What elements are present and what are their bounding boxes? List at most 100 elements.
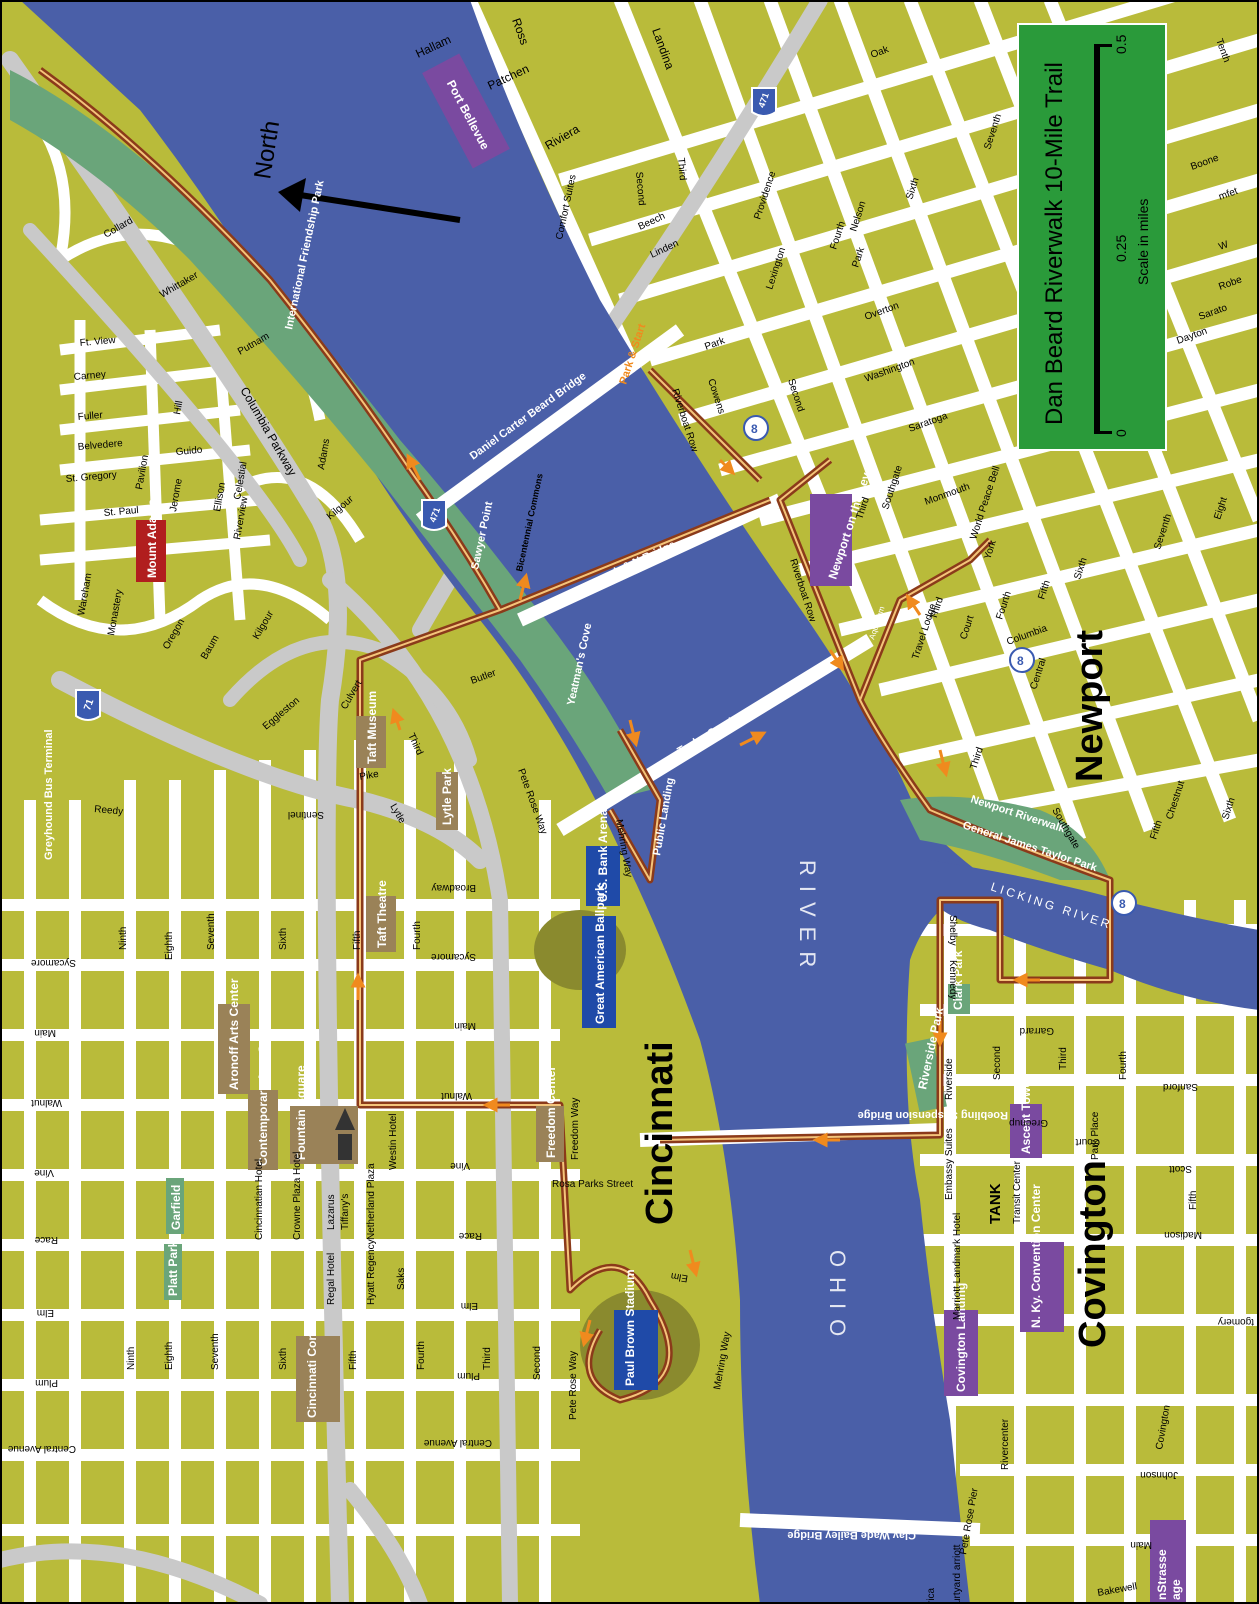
shield-route8-a: 8 xyxy=(743,415,769,441)
street-sixth-oh-a: Sixth xyxy=(278,928,289,950)
daniel-carter-beard-bridge-deck xyxy=(415,324,685,526)
scale-caption: Scale in miles xyxy=(1135,199,1151,285)
city-label-newport: Newport xyxy=(1069,630,1111,782)
scale-bar xyxy=(1094,44,1100,434)
street-ica: rica xyxy=(926,1587,937,1604)
street-walnut-b: Walnut xyxy=(441,1090,472,1101)
shield-route8-c: 8 xyxy=(1111,890,1137,916)
svg-text:Cincinnati Convention Center: Cincinnati Convention Center xyxy=(305,1249,319,1418)
svg-text:Contemporary Arts Center: Contemporary Arts Center xyxy=(256,1015,270,1166)
street-fourth-oh-a: Fourth xyxy=(412,921,423,950)
street-hill: Hill xyxy=(172,400,185,416)
cincinnati-street-labels: Broadway Sycamore Sycamore Main Main Wal… xyxy=(7,882,733,1454)
street-crowne-plaza: Crowne Plaza Hotel xyxy=(292,1152,303,1240)
svg-text:Great American Ballpark: Great American Ballpark xyxy=(593,884,607,1024)
street-reedy: Reedy xyxy=(94,804,124,817)
poi-freedom-center: Freedom Center xyxy=(536,1066,564,1162)
poi-clark-park: Clark Park xyxy=(948,950,970,1014)
svg-text:N. Ky. Convention Center: N. Ky. Convention Center xyxy=(1029,1184,1043,1328)
trail-direction-arrows xyxy=(350,453,1040,1348)
legend-title: Dan Beard Riverwalk 10-Mile Trail xyxy=(1041,62,1068,425)
svg-text:Taft Museum: Taft Museum xyxy=(365,691,379,764)
street-riverside: Riverside xyxy=(944,1058,955,1100)
svg-text:Garfield: Garfield xyxy=(169,1185,183,1230)
street-ninth-a: Ninth xyxy=(118,927,129,950)
river-label-ohio: OHIO xyxy=(825,1250,850,1346)
street-scott: Scott xyxy=(1169,1163,1192,1174)
street-park-place: Park Place xyxy=(1090,1111,1101,1160)
street-madison: Madison xyxy=(1164,1229,1202,1240)
street-regal: Regal Hotel xyxy=(326,1253,337,1305)
scale-tick-0: 0 xyxy=(1113,429,1129,437)
svg-text:nStrasse: nStrasse xyxy=(1155,1549,1169,1600)
street-guido: Guido xyxy=(175,445,203,458)
street-seventh-oh-b: Seventh xyxy=(210,1333,221,1370)
poi-platt-park: Platt Park xyxy=(164,1240,182,1300)
street-elm-a: Elm xyxy=(37,1307,54,1318)
l-and-n-bridge-deck xyxy=(517,493,783,627)
street-walnut-a: Walnut xyxy=(31,1097,62,1108)
licking-river xyxy=(930,860,1259,1010)
svg-text:Paul Brown Stadium: Paul Brown Stadium xyxy=(623,1269,637,1386)
taylor-southgate-bridge-deck xyxy=(556,634,874,836)
ohio-river xyxy=(20,0,990,1604)
street-main-cov: Main xyxy=(1130,1539,1152,1550)
street-vine-b: Vine xyxy=(450,1160,470,1171)
label-greyhound: Greyhound Bus Terminal xyxy=(43,729,55,860)
poi-strasse: nStrasse age xyxy=(1150,1520,1186,1604)
city-label-covington: Covington xyxy=(1072,1160,1114,1348)
svg-text:71: 71 xyxy=(82,697,96,712)
poi-lytle-park: Lytle Park xyxy=(436,768,458,830)
street-tiffanys: Tiffany's xyxy=(340,1194,351,1230)
street-sixth-oh-b: Sixth xyxy=(278,1348,289,1370)
street-st-gregory: St. Gregory xyxy=(65,470,117,485)
street-st-paul: St. Paul xyxy=(103,505,139,519)
street-greenup: Greenup xyxy=(1009,1117,1048,1128)
poi-garfield: Garfield xyxy=(166,1178,184,1234)
street-sanford: Sanford xyxy=(1163,1081,1198,1092)
label-transit-center: Transit Center xyxy=(1012,1160,1023,1224)
svg-text:Taft Theatre: Taft Theatre xyxy=(375,880,389,948)
street-vine-a: Vine xyxy=(34,1167,54,1178)
street-belvedere: Belvedere xyxy=(77,438,123,453)
poi-paul-brown: Paul Brown Stadium xyxy=(614,1269,658,1390)
street-third-ky: Third xyxy=(675,157,688,181)
street-court-cov: Court xyxy=(1075,1136,1100,1147)
street-netherland: Netherland Plaza xyxy=(366,1163,377,1240)
city-label-cincinnati: Cincinnati xyxy=(639,1041,681,1225)
street-second-cov: Second xyxy=(992,1046,1003,1080)
street-third-cov: Third xyxy=(1058,1047,1069,1070)
street-fourth-oh-b: Fourth xyxy=(416,1341,427,1370)
street-rivercenter: Rivercenter xyxy=(1000,1418,1011,1470)
shield-i471-mid: 471 xyxy=(421,499,447,531)
scale-tick-025: 0.25 xyxy=(1113,235,1129,262)
svg-text:U.S. Bank Arena: U.S. Bank Arena xyxy=(596,809,610,902)
cincinnati-street-grid xyxy=(0,740,580,1604)
street-fourth-cov: Fourth xyxy=(1118,1051,1129,1080)
poi-ascent-tower: Ascent Tower xyxy=(1010,1076,1042,1158)
street-pete-rose-way-b: Pete Rose Way xyxy=(568,1351,579,1420)
street-elm-b: Elm xyxy=(461,1300,478,1311)
street-freedom-way: Freedom Way xyxy=(570,1098,581,1160)
svg-text:Fountain Square: Fountain Square xyxy=(294,1065,308,1160)
street-second-oh: Second xyxy=(532,1346,543,1380)
street-fifth-cov: Fifth xyxy=(1188,1191,1199,1210)
svg-text:Lytle Park: Lytle Park xyxy=(440,768,454,825)
street-sentinel: Sentinel xyxy=(288,809,324,820)
svg-text:471: 471 xyxy=(756,91,771,109)
street-carney: Carney xyxy=(73,369,106,383)
svg-text:8: 8 xyxy=(1017,654,1024,668)
street-ellison: Ellison xyxy=(212,482,228,513)
poi-nky-convention: N. Ky. Convention Center xyxy=(1020,1184,1064,1332)
fountain-icon xyxy=(335,1108,355,1160)
street-eighth-a: Eighth xyxy=(164,932,175,960)
north-arrow xyxy=(278,178,461,223)
street-cincinnatian: Cincinnatian Hotel xyxy=(254,1159,265,1240)
svg-text:Clark Park: Clark Park xyxy=(951,950,965,1010)
shield-i471-top: 471 xyxy=(751,87,777,117)
poi-taft-theatre: Taft Theatre xyxy=(366,880,396,952)
street-ninth-b: Ninth xyxy=(126,1347,137,1370)
scale-tick-05: 0.5 xyxy=(1113,34,1129,54)
label-tank: TANK xyxy=(987,1183,1004,1224)
